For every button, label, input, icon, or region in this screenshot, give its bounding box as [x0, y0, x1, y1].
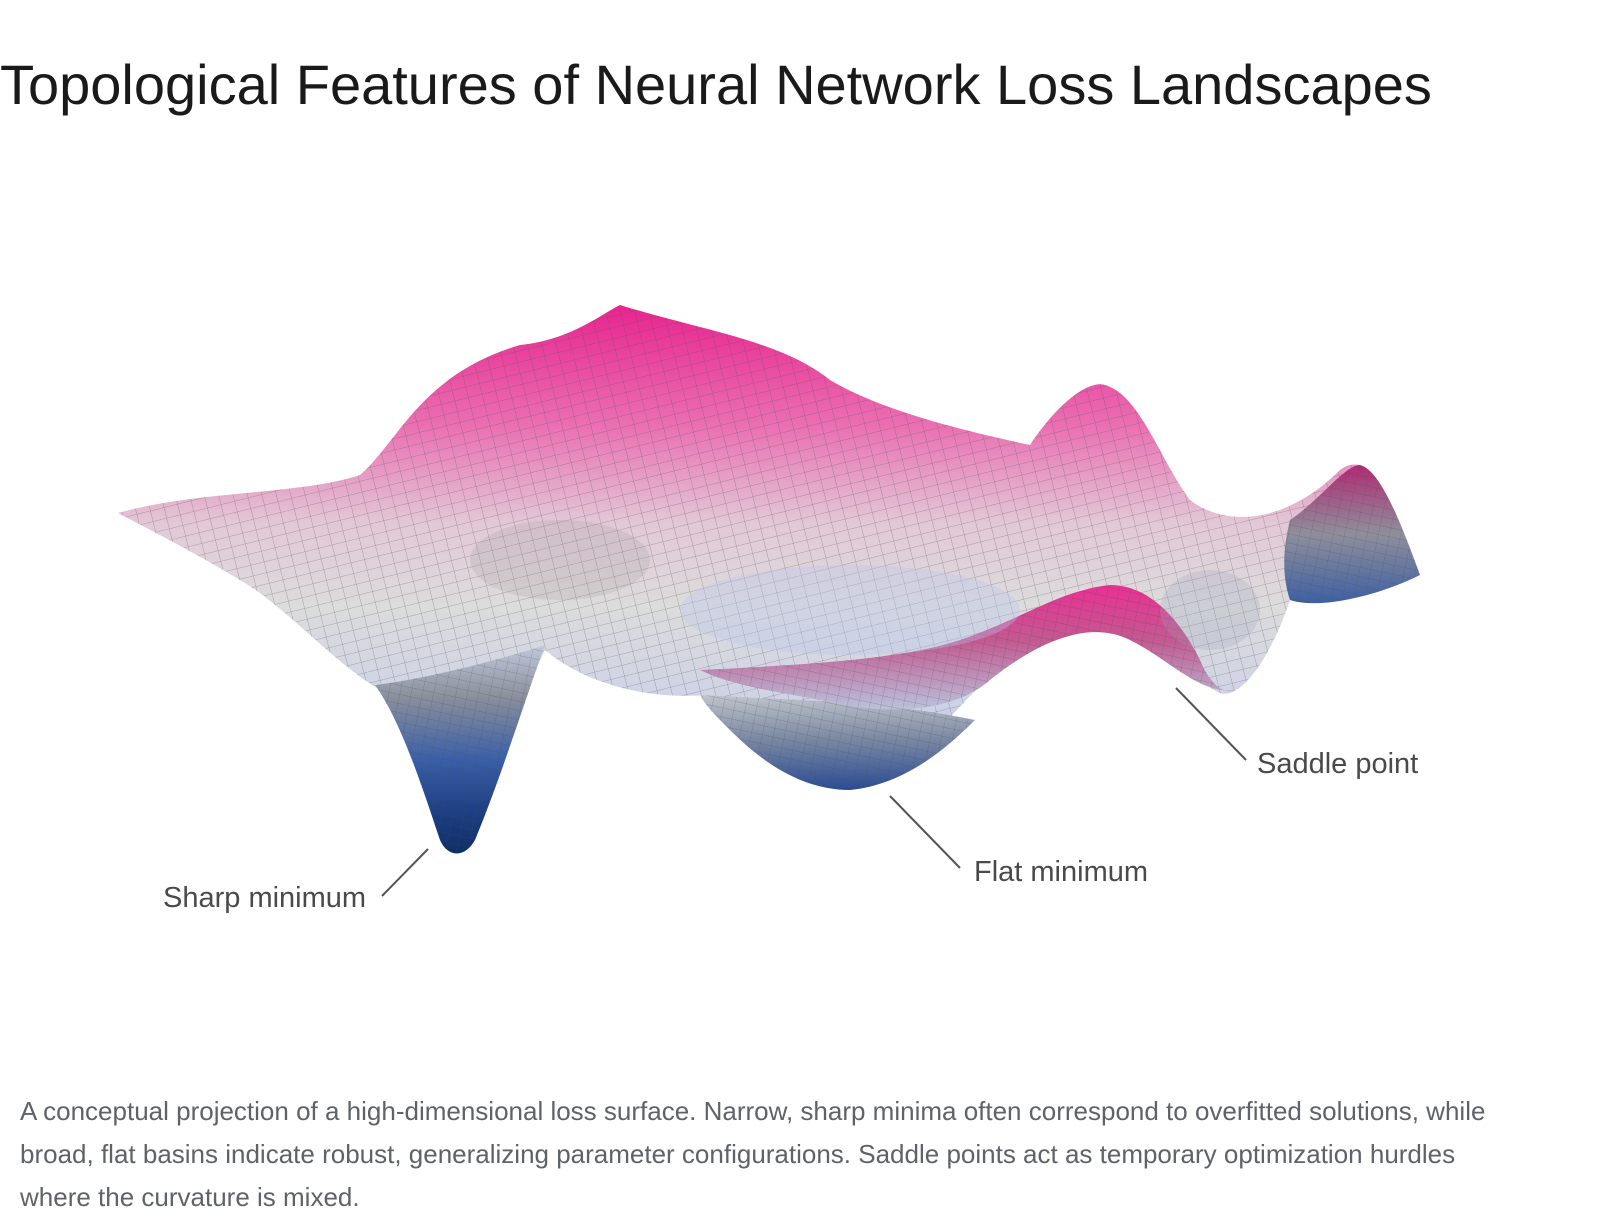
annotation-sharp-minimum: Sharp minimum — [163, 848, 429, 914]
label-flat-minimum: Flat minimum — [974, 856, 1148, 888]
label-saddle-point: Saddle point — [1257, 748, 1418, 780]
page-title: Topological Features of Neural Network L… — [0, 53, 1432, 116]
leader-line-flat — [889, 795, 961, 869]
leader-line-sharp — [381, 848, 429, 897]
figure-caption: A conceptual projection of a high-dimens… — [20, 1096, 1486, 1212]
loss-surface — [118, 305, 1420, 854]
annotation-flat-minimum: Flat minimum — [889, 795, 1148, 888]
loss-landscape-figure: Sharp minimum Flat minimum Saddle point — [118, 305, 1420, 914]
leader-line-saddle — [1175, 687, 1247, 761]
label-sharp-minimum: Sharp minimum — [163, 882, 366, 914]
annotation-saddle-point: Saddle point — [1175, 687, 1418, 780]
